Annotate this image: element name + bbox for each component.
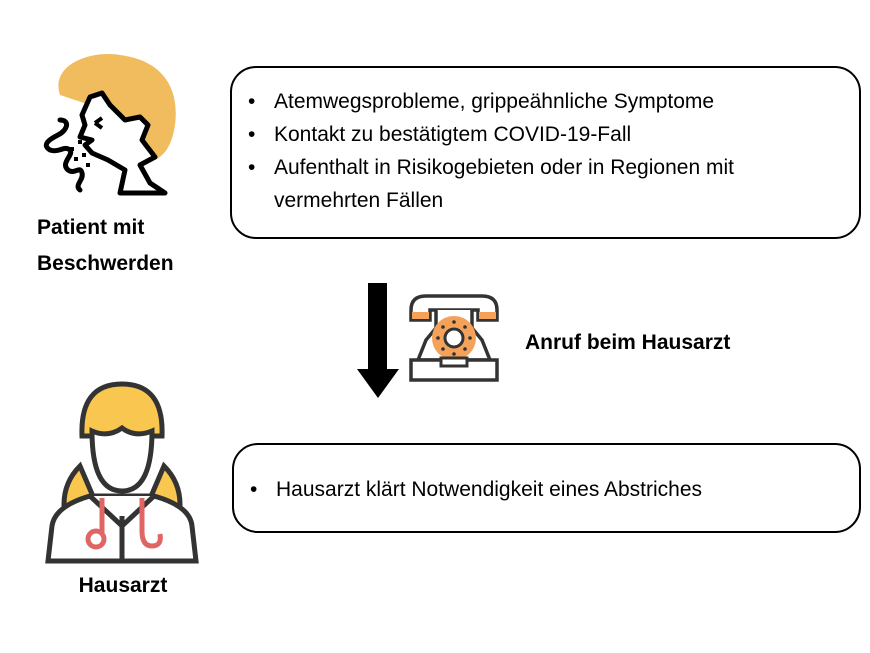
symptoms-box: Atemwegsprobleme, grippeähnliche Symptom…	[230, 66, 861, 239]
doctor-label: Hausarzt	[78, 574, 168, 597]
list-item: Aufenthalt in Risikogebieten oder in Reg…	[232, 151, 859, 217]
coughing-person-icon	[43, 54, 176, 196]
patient-label: Patient mit Beschwerden	[37, 216, 174, 275]
list-item: Kontakt zu bestätigtem COVID-19-Fall	[232, 118, 859, 151]
list-item: Atemwegsprobleme, grippeähnliche Symptom…	[232, 85, 859, 118]
call-label: Anruf beim Hausarzt	[525, 331, 731, 354]
doctor-box: Hausarzt klärt Notwendigkeit eines Abstr…	[232, 443, 861, 533]
list-item: Hausarzt klärt Notwendigkeit eines Abstr…	[234, 473, 859, 506]
doctor-icon	[45, 381, 199, 564]
telephone-icon	[409, 294, 499, 382]
down-arrow-icon	[357, 283, 399, 398]
